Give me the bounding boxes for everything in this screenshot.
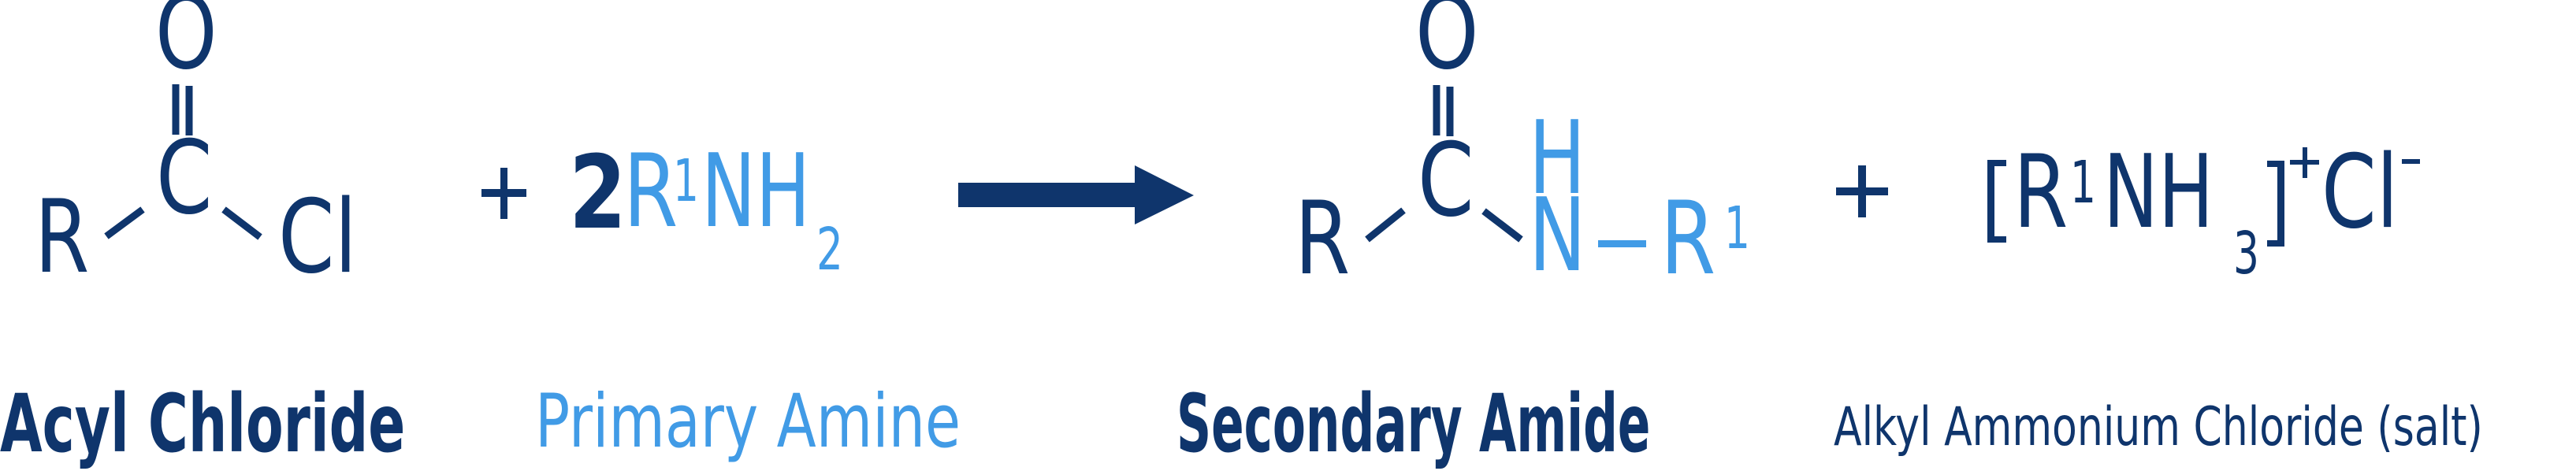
atom-cl: Cl — [278, 179, 357, 296]
r-c-bond — [104, 206, 145, 239]
reaction-arrow-icon — [958, 165, 1194, 224]
c-cl-bond — [221, 206, 262, 240]
label-primary-amine: Primary Amine — [535, 379, 961, 465]
salt-subscript: 3 — [2233, 220, 2259, 287]
acyl-chloride-bonds — [104, 84, 262, 240]
secondary-amide-bonds — [1365, 85, 1523, 243]
label-secondary-amide: Secondary Amide — [1176, 377, 1651, 471]
atom-c: C — [1418, 122, 1474, 239]
label-alkyl-ammonium-chloride: Alkyl Ammonium Chloride (salt) — [1834, 396, 2483, 458]
plus-sign-1 — [481, 168, 526, 219]
c-n-bond — [1481, 208, 1523, 243]
amine-subscript: 2 — [816, 216, 843, 284]
atom-r: R — [1295, 180, 1351, 298]
n-r1-bond — [1598, 240, 1646, 247]
label-acyl-chloride: Acyl Chloride — [0, 377, 406, 471]
atom-c: C — [156, 120, 213, 237]
bracket-close-icon — [2267, 161, 2284, 247]
atom-o: O — [155, 0, 217, 92]
salt-r: R — [2013, 134, 2069, 251]
salt-cl: Cl — [2321, 134, 2399, 251]
atom-h: H — [1529, 100, 1586, 217]
amine-r: R — [623, 133, 678, 250]
coefficient: 2 — [569, 135, 627, 252]
negative-charge-icon — [2402, 159, 2420, 164]
atom-n: N — [1529, 177, 1586, 295]
atom-r1: R — [1660, 180, 1716, 298]
amine-nh: NH — [701, 133, 811, 250]
atom-r1-superscript: 1 — [1724, 195, 1750, 262]
atom-r: R — [35, 179, 90, 296]
salt-r-superscript: 1 — [2070, 149, 2096, 217]
bracket-open-icon — [1987, 160, 2006, 243]
salt-nh: NH — [2103, 134, 2214, 251]
amine-r-superscript: 1 — [673, 147, 699, 215]
plus-sign-2 — [1836, 165, 1888, 217]
atom-o: O — [1415, 0, 1479, 92]
r-c-bond — [1365, 207, 1406, 243]
positive-charge-icon — [2290, 147, 2319, 178]
